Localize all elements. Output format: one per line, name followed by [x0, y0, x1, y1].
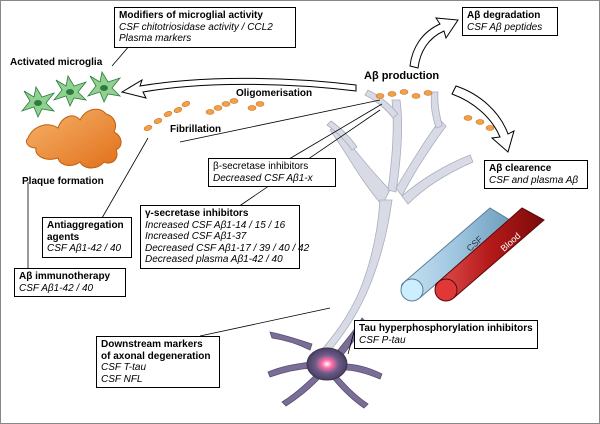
microglia-cell-1	[20, 85, 56, 118]
box-immunotherapy-line-1: CSF Aβ1-42 / 40	[19, 282, 94, 294]
box-downstream-line-2: CSF NFL	[101, 373, 143, 385]
box-gamma-secretase-title: γ-secretase inhibitors	[145, 208, 249, 219]
box-downstream-line-1: CSF T-tau	[101, 362, 147, 373]
arrow-to-degradation	[409, 17, 459, 69]
oligomerisation-label: Oligomerisation	[236, 88, 313, 99]
box-downstream-title-1: Downstream markers	[101, 339, 203, 350]
box-antiaggregation-title-1: Antiaggregation	[47, 220, 124, 231]
fibrillation-label: Fibrillation	[170, 124, 222, 135]
box-antiaggregation-title-2: agents	[47, 231, 80, 243]
microglia-cell-3	[86, 70, 122, 103]
box-downstream: Downstream markers of axonal degeneratio…	[96, 336, 220, 388]
box-ab-clearence-title: Aβ clearence	[489, 163, 552, 174]
box-ab-degradation: Aβ degradation CSF Aβ peptides	[462, 7, 558, 36]
box-immunotherapy: Aβ immunotherapy CSF Aβ1-42 / 40	[14, 268, 126, 297]
activated-microglia-label: Activated microglia	[10, 57, 103, 68]
box-modifiers-line-2: Plasma markers	[119, 33, 192, 44]
box-ab-degradation-title: Aβ degradation	[467, 10, 541, 21]
box-beta-secretase-line-1: Decreased CSF Aβ1-x	[213, 172, 313, 184]
amyloid-plaque	[25, 108, 122, 169]
box-modifiers-title: Modifiers of microglial activity	[119, 10, 263, 21]
box-gamma-secretase-line-3: Decreased CSF Aβ1-17 / 39 / 40 / 42	[145, 242, 310, 254]
box-modifiers: Modifiers of microglial activity CSF chi…	[114, 7, 296, 48]
box-antiaggregation: Antiaggregation agents CSF Aβ1-42 / 40	[42, 217, 132, 258]
box-downstream-title-2: of axonal degeneration	[101, 350, 211, 362]
box-gamma-secretase-line-2: Increased CSF Aβ1-37	[145, 231, 247, 242]
box-antiaggregation-line-1: CSF Aβ1-42 / 40	[47, 243, 122, 254]
box-immunotherapy-title: Aβ immunotherapy	[19, 271, 111, 282]
microglia-cells	[20, 70, 122, 118]
box-beta-secretase-title: β-secretase inhibitors	[213, 161, 309, 172]
plaque-formation-label: Plaque formation	[22, 176, 104, 187]
box-ab-degradation-line-1: CSF Aβ peptides	[467, 21, 543, 33]
microglia-cell-2	[52, 74, 88, 107]
ab-production-label: Aβ production	[364, 70, 440, 82]
box-ab-clearence: Aβ clearence CSF and plasma Aβ	[484, 160, 588, 189]
neuron	[267, 89, 474, 409]
arrow-to-clearence	[451, 85, 515, 153]
box-ab-clearence-line-1: CSF and plasma Aβ	[489, 174, 579, 186]
box-gamma-secretase: γ-secretase inhibitors Increased CSF Aβ1…	[140, 205, 310, 269]
neuron-soma	[306, 347, 348, 381]
box-tau: Tau hyperphosphorylation inhibitors CSF …	[354, 320, 538, 349]
vessels: CSF Blood	[400, 207, 545, 302]
abeta-peptides	[143, 89, 495, 131]
arrow-to-microglia	[120, 77, 357, 99]
box-tau-line-1: CSF P-tau	[359, 334, 406, 346]
box-tau-title: Tau hyperphosphorylation inhibitors	[359, 323, 533, 334]
box-gamma-secretase-line-1: Increased CSF Aβ1-14 / 15 / 16	[145, 219, 286, 231]
box-gamma-secretase-line-4: Decreased plasma Aβ1-42 / 40	[145, 254, 283, 265]
box-modifiers-line-1: CSF chitotriosidase activity / CCL2	[119, 21, 273, 33]
box-beta-secretase: β-secretase inhibitors Decreased CSF Aβ1…	[208, 158, 336, 187]
